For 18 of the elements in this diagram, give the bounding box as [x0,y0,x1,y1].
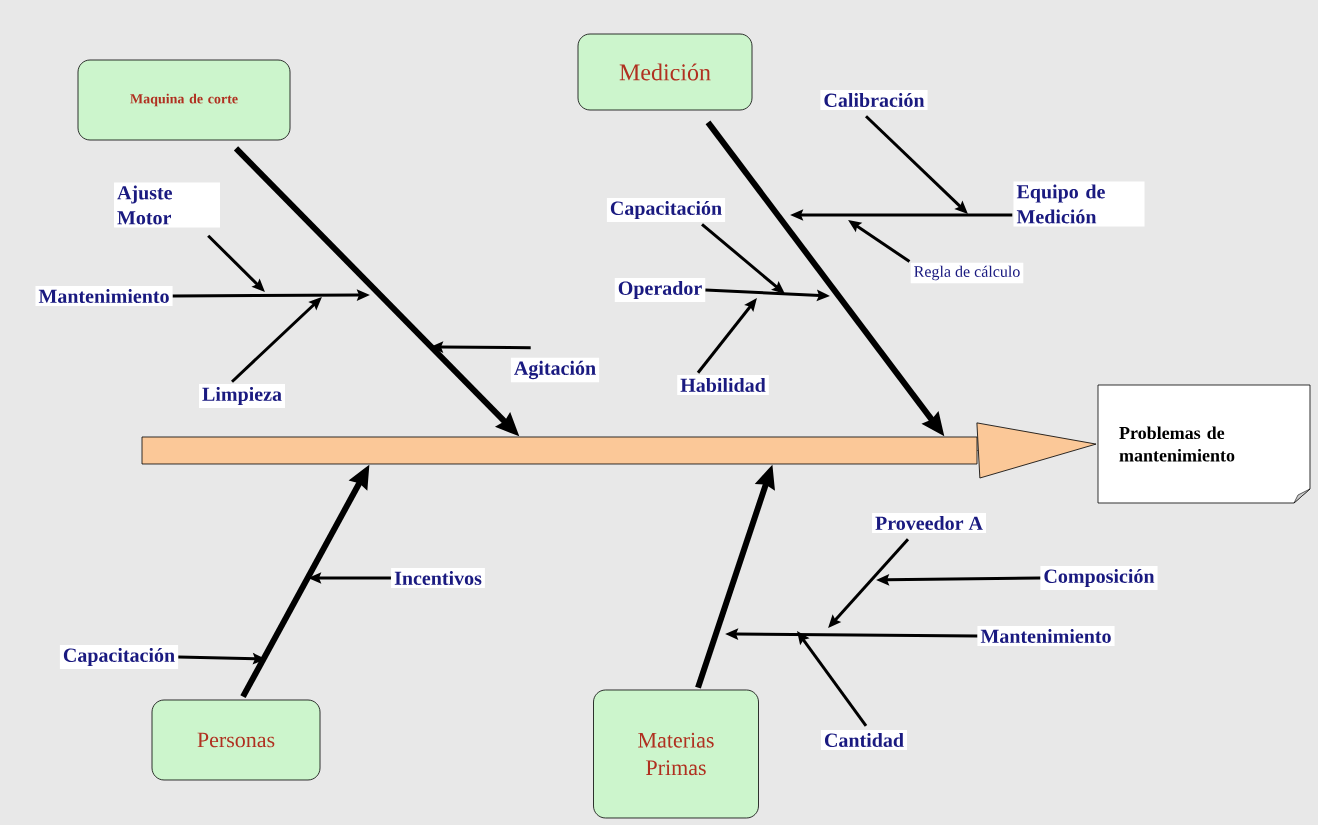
cause-label: Capacitación [59,644,179,670]
block-arrowhead [976,422,1097,479]
cause-label: Equipo de Medición [1013,181,1145,227]
cause-label: Mantenimiento [35,285,173,307]
cause-label: Habilidad [677,374,769,396]
cause-label: Incentivos [391,567,485,589]
category-box: Maquina de corte [77,59,291,141]
cause-label: Composición [1040,565,1158,591]
category-box: Medición [577,33,753,111]
cause-label: Limpieza [199,383,285,409]
cause-label: Ajuste Motor [114,182,220,228]
category-box: Materias Primas [593,689,759,819]
problem-box: Problemas de mantenimiento [1097,384,1311,504]
cause-label: Mantenimiento [977,625,1115,647]
cause-label: Capacitación [606,197,726,223]
cause-label: Calibración [820,89,928,111]
cause-label: Proveedor A [872,512,986,534]
category-box: Personas [151,699,321,781]
